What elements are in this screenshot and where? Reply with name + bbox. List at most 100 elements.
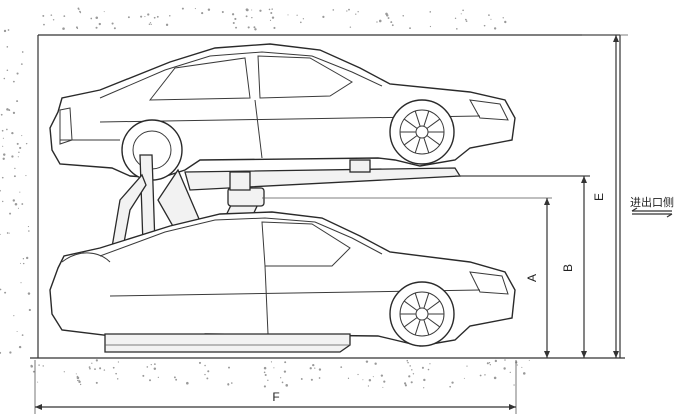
speckle-dot: [2, 137, 4, 139]
speckle-dot: [349, 26, 352, 28]
ground-speckle: [0, 7, 530, 389]
speckle-dot: [234, 17, 237, 21]
speckle-dot: [2, 145, 4, 147]
speckle-dot: [25, 256, 29, 260]
speckle-dot: [466, 365, 468, 367]
speckle-dot: [94, 368, 96, 371]
speckle-dot: [273, 26, 276, 29]
speckle-dot: [25, 175, 27, 177]
speckle-dot: [165, 23, 169, 27]
speckle-dot: [263, 385, 266, 388]
speckle-dot: [207, 8, 211, 11]
speckle-dot: [322, 15, 325, 18]
wheel-spoke: [423, 292, 430, 309]
wheel-spoke: [403, 135, 418, 146]
speckle-dot: [3, 153, 6, 156]
speckle-dot: [251, 9, 253, 11]
speckle-dot: [427, 368, 430, 371]
speckle-dot: [404, 384, 407, 387]
speckle-dot: [78, 380, 81, 384]
speckle-dot: [312, 363, 315, 367]
speckle-dot: [489, 364, 491, 366]
speckle-dot: [451, 381, 454, 384]
speckle-dot: [0, 233, 1, 236]
speckle-dot: [462, 9, 464, 12]
speckle-dot: [429, 363, 431, 365]
speckle-dot: [463, 377, 465, 379]
speckle-dot: [332, 9, 335, 11]
speckle-dot: [21, 135, 23, 137]
speckle-dot: [390, 21, 393, 24]
speckle-dot: [32, 370, 35, 373]
speckle-dot: [12, 111, 16, 115]
speckle-dot: [117, 361, 120, 363]
speckle-dot: [142, 374, 145, 377]
speckle-dot: [21, 51, 24, 53]
speckle-dot: [502, 17, 504, 19]
speckle-dot: [460, 13, 462, 15]
wheel-spoke: [423, 110, 430, 127]
base-plate: [104, 333, 351, 353]
speckle-dot: [3, 77, 6, 80]
entry-side-label: 进出口侧: [630, 195, 674, 209]
speckle-dot: [2, 200, 4, 203]
speckle-dot: [18, 345, 22, 349]
speckle-dot: [503, 367, 506, 370]
speckle-dot: [465, 20, 468, 22]
wheel-spoke: [423, 137, 430, 154]
speckle-dot: [232, 21, 235, 24]
speckle-dot: [173, 376, 176, 379]
speckle-dot: [20, 63, 23, 65]
speckle-dot: [283, 370, 287, 373]
speckle-dot: [150, 364, 152, 366]
speckle-dot: [221, 11, 224, 14]
speckle-dot: [0, 113, 3, 116]
speckle-dot: [16, 72, 19, 75]
speckle-dot: [271, 8, 273, 10]
speckle-dot: [146, 366, 149, 368]
speckle-dot: [302, 18, 305, 20]
speckle-dot: [368, 378, 372, 382]
speckle-dot: [149, 379, 152, 382]
speckle-dot: [37, 381, 39, 383]
speckle-dot: [486, 362, 489, 365]
speckle-dot: [253, 26, 256, 29]
speckle-dot: [406, 359, 409, 362]
speckle-dot: [144, 16, 146, 18]
car-lower: [49, 211, 516, 347]
speckle-dot: [281, 381, 284, 384]
label-e: E: [592, 193, 606, 201]
speckle-dot: [429, 25, 432, 28]
speckle-dot: [13, 315, 15, 317]
speckle-dot: [9, 212, 12, 215]
speckle-dot: [28, 308, 31, 312]
speckle-dot: [509, 371, 511, 374]
wheel-spoke: [414, 292, 421, 309]
speckle-dot: [30, 365, 33, 368]
speckle-dot: [488, 362, 491, 364]
speckle-dot: [8, 232, 10, 234]
speckle-dot: [115, 372, 117, 375]
speckle-dot: [157, 376, 159, 378]
speckle-dot: [367, 385, 370, 387]
speckle-dot: [75, 373, 77, 375]
speckle-dot: [204, 364, 206, 367]
speckle-dot: [16, 330, 18, 333]
speckle-dot: [79, 12, 82, 14]
speckle-dot: [429, 11, 431, 13]
speckle-dot: [259, 9, 262, 12]
speckle-dot: [62, 27, 65, 30]
label-b: B: [561, 264, 575, 272]
dim-e: [582, 34, 628, 358]
speckle-dot: [284, 361, 287, 364]
wheel-spoke: [426, 300, 441, 311]
speckle-dot: [404, 382, 407, 385]
speckle-dot: [488, 14, 490, 16]
speckle-dot: [504, 21, 507, 24]
speckle-dot: [383, 380, 386, 383]
speckle-dot: [169, 15, 171, 17]
speckle-dot: [198, 361, 202, 364]
speckle-dot: [1, 176, 4, 179]
speckle-dot: [6, 128, 8, 131]
